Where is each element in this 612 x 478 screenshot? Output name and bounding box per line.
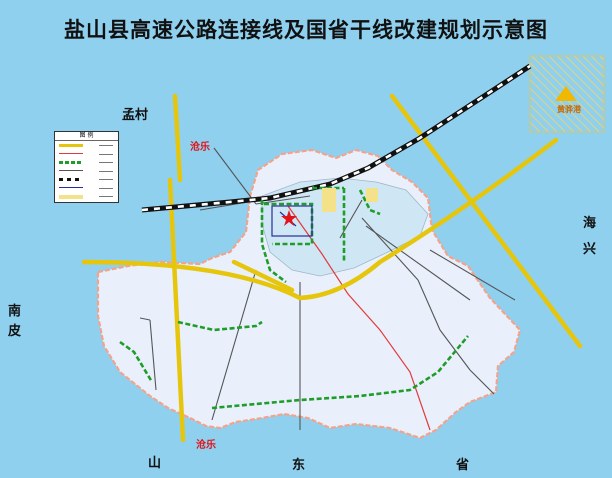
label-mengcun: 孟村	[122, 108, 149, 123]
legend-row	[55, 141, 118, 150]
legend-swatch	[59, 186, 83, 188]
legend-swatch	[59, 178, 83, 181]
legend-swatch	[59, 195, 83, 199]
legend-swatch	[59, 144, 83, 147]
legend-row	[55, 184, 118, 193]
label-cangle-north: 沧乐	[190, 142, 210, 153]
legend-row	[55, 150, 118, 159]
county-seat-icon	[281, 210, 297, 226]
red-road	[287, 205, 431, 431]
industrial-zone	[366, 188, 378, 202]
label-haixing-1: 海	[583, 216, 597, 231]
legend-row	[55, 158, 118, 167]
label-cangle-south: 沧乐	[196, 440, 216, 451]
legend-row	[55, 175, 118, 184]
label-nanpi-2: 皮	[8, 324, 22, 339]
map-legend: 图 例	[54, 131, 119, 203]
legend-title: 图 例	[55, 132, 118, 141]
label-shandong-1: 山	[148, 456, 162, 471]
port-marker-icon	[555, 86, 577, 101]
legend-swatch	[59, 152, 83, 154]
legend-row	[55, 192, 118, 201]
map-title: 盐山县高速公路连接线及国省干线改建规划示意图	[64, 18, 548, 42]
legend-swatch	[59, 169, 83, 171]
label-shandong-2: 东	[292, 458, 306, 473]
label-shandong-3: 省	[456, 458, 470, 473]
railway-dash	[141, 64, 531, 212]
label-huanghua-port: 黄骅港	[557, 105, 581, 114]
industrial-zone	[322, 188, 336, 212]
local-roads	[139, 147, 516, 430]
label-nanpi-1: 南	[8, 304, 22, 319]
legend-swatch	[59, 161, 83, 164]
label-haixing-2: 兴	[583, 242, 597, 257]
legend-row	[55, 167, 118, 176]
